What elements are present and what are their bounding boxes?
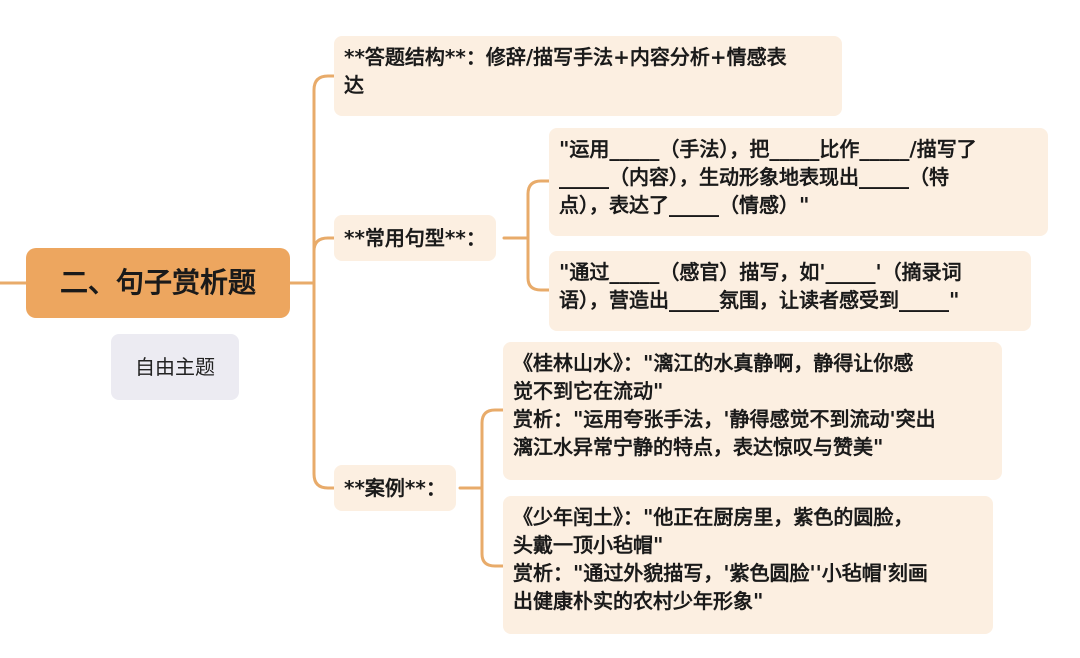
connector-pattern-2: [526, 236, 551, 292]
node-example-runtu[interactable]: 《少年闰土》："他正在厨房里，紫色的圆脸， 头戴一顶小毡帽" 赏析："通过外貌描…: [503, 496, 993, 634]
connector-examples: [312, 281, 336, 490]
connector-example-1: [480, 408, 505, 490]
node-common-patterns[interactable]: **常用句型**：: [334, 215, 496, 261]
node-examples[interactable]: **案例**：: [334, 465, 456, 511]
node-pattern-rhetoric[interactable]: "运用_____（手法），把_____比作_____/描写了 _____（内容）…: [549, 128, 1048, 236]
node-pattern-senses[interactable]: "通过_____（感官）描写，如'_____'（摘录词 语），营造出_____氛…: [549, 251, 1031, 331]
node-answer-structure[interactable]: **答题结构**：修辞/描写手法+内容分析+情感表 达: [334, 36, 842, 116]
connector-pattern-1: [526, 179, 551, 240]
connector-patterns: [312, 236, 336, 285]
node-example-guilin[interactable]: 《桂林山水》："漓江的水真静啊，静得让你感 觉不到它在流动" 赏析："运用夸张手…: [503, 342, 1002, 480]
connector-structure: [312, 74, 336, 285]
root-topic[interactable]: 二、句子赏析题: [26, 248, 290, 318]
free-topic[interactable]: 自由主题: [111, 334, 239, 400]
connector-example-2: [480, 486, 505, 568]
